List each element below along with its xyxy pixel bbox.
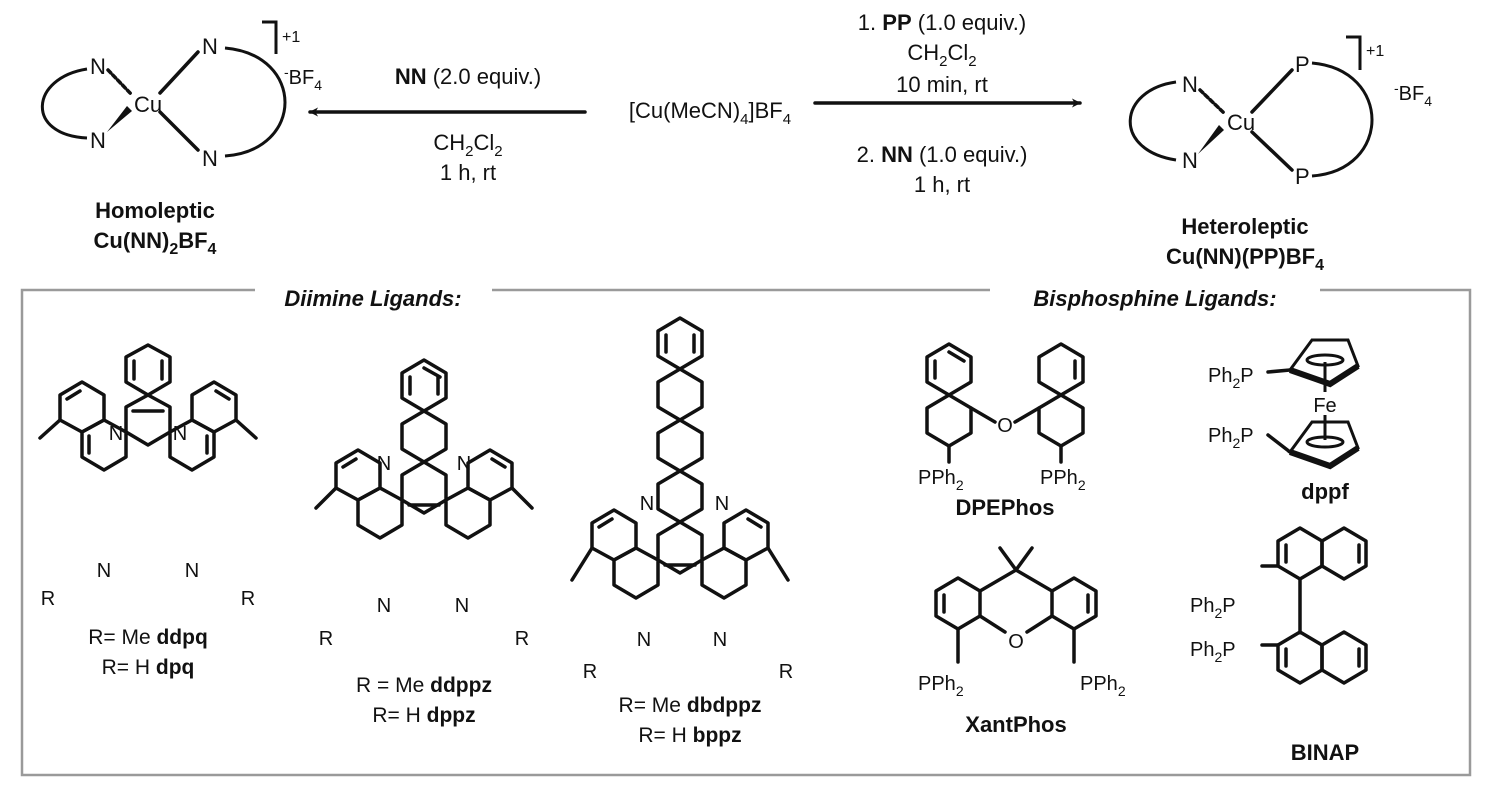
ddpq-skeleton (38, 343, 258, 472)
dbdppz-n2: N (715, 493, 729, 515)
homo-n1: N (90, 54, 106, 79)
dppf-skeleton (1266, 338, 1360, 470)
dbdppz-skeleton (570, 316, 790, 600)
right-time2: 1 h, rt (914, 172, 970, 197)
xantphos-label: XantPhos (965, 712, 1066, 737)
dpephos-p1: PPh2 (918, 467, 964, 493)
ddppz-n1: N (377, 453, 391, 475)
homo-n3: N (202, 34, 218, 59)
left-solvent: CH2Cl2 (433, 130, 502, 160)
hetero-counterion: -BF4 (1394, 80, 1432, 109)
heteroleptic-label: Heteroleptic (1181, 214, 1308, 239)
ddpq-line1: R= Me ddpq (88, 626, 208, 649)
homo-charge: +1 (282, 29, 300, 46)
ddppz-r1: R (319, 628, 333, 650)
ligand-dbdppz: N N N N R R R= Me dbdppz R= H bppz (570, 316, 793, 747)
ligand-dppf: Ph2P Ph2P Fe dppf (1208, 338, 1360, 504)
heteroleptic-bonds (1128, 35, 1374, 178)
ddppz-r2: R (515, 628, 529, 650)
xantphos-oxygen: O (1008, 631, 1024, 653)
ddpq-n3: N (97, 560, 111, 582)
homoleptic-complex: N N N N Cu +1 -BF4 Homoleptic Cu(NN)2BF4 (40, 20, 322, 258)
homo-metal: Cu (134, 92, 162, 117)
homo-n4: N (202, 146, 218, 171)
dbdppz-r1: R (583, 661, 597, 683)
ddpq-n4: N (185, 560, 199, 582)
homoleptic-label: Homoleptic (95, 198, 215, 223)
dpephos-p2: PPh2 (1040, 467, 1086, 493)
hetero-p1: P (1295, 52, 1310, 77)
xantphos-skeleton (934, 546, 1098, 664)
heteroleptic-complex: N N P P Cu +1 -BF4 Heteroleptic Cu(NN)(P… (1128, 35, 1432, 274)
dbdppz-heteroatoms: N N N N R R (583, 493, 793, 683)
xantphos-p2: PPh2 (1080, 673, 1126, 699)
dbdppz-n1: N (640, 493, 654, 515)
homo-counterion: -BF4 (284, 64, 322, 93)
ddppz-line1: R = Me ddppz (356, 674, 492, 697)
homoleptic-formula: Cu(NN)2BF4 (94, 228, 217, 258)
hetero-metal: Cu (1227, 110, 1255, 135)
ddppz-heteroatoms: N N N N R R (319, 453, 529, 650)
dppf-iron: Fe (1313, 395, 1336, 417)
ligand-panel-frame (20, 288, 1472, 777)
dppf-p1: Ph2P (1208, 365, 1254, 391)
binap-label: BINAP (1291, 740, 1359, 765)
heteroleptic-formula: Cu(NN)(PP)BF4 (1166, 244, 1324, 274)
ddppz-n4: N (455, 595, 469, 617)
ddpq-heteroatoms: N N N N R R (41, 423, 255, 610)
dbdppz-n4: N (713, 629, 727, 651)
bisphosphine-panel-title: Bisphosphine Ligands: (1033, 286, 1276, 311)
ligand-xantphos: O PPh2 PPh2 XantPhos (918, 546, 1126, 737)
right-step2: 2. NN (1.0 equiv.) (857, 142, 1028, 167)
dbdppz-line2: R= H bppz (638, 724, 741, 747)
precursor: [Cu(MeCN)4]BF4 (629, 98, 791, 128)
ddpq-r2: R (241, 588, 255, 610)
ddpq-r1: R (41, 588, 55, 610)
ddppz-n2: N (457, 453, 471, 475)
right-time1: 10 min, rt (896, 72, 988, 97)
binap-p2: Ph2P (1190, 639, 1236, 665)
hetero-charge: +1 (1366, 43, 1384, 60)
dpephos-label: DPEPhos (955, 495, 1054, 520)
homoleptic-bonds (40, 20, 287, 158)
binap-p1: Ph2P (1190, 595, 1236, 621)
ddppz-skeleton (314, 358, 534, 540)
left-conditions: 1 h, rt (440, 160, 496, 185)
dppf-label: dppf (1301, 479, 1349, 504)
left-reagent: NN (2.0 equiv.) (395, 64, 541, 89)
dppf-p2: Ph2P (1208, 425, 1254, 451)
ligand-dpephos: O PPh2 PPh2 DPEPhos (918, 342, 1086, 520)
right-step1: 1. PP (1.0 equiv.) (858, 10, 1026, 35)
right-solvent: CH2Cl2 (907, 40, 976, 70)
ligand-ddppz: N N N N R R R = Me ddppz R= H dppz (314, 358, 534, 727)
homo-n2: N (90, 128, 106, 153)
ddpq-n2: N (173, 423, 187, 445)
ddpq-n1: N (109, 423, 123, 445)
ligand-binap: Ph2P Ph2P BINAP (1190, 526, 1368, 765)
hetero-p2: P (1295, 164, 1310, 189)
ddppz-n3: N (377, 595, 391, 617)
dbdppz-n3: N (637, 629, 651, 651)
xantphos-p1: PPh2 (918, 673, 964, 699)
dbdppz-r2: R (779, 661, 793, 683)
hetero-n2: N (1182, 148, 1198, 173)
dpephos-skeleton (925, 342, 1085, 464)
left-reaction-arrow: NN (2.0 equiv.) CH2Cl2 1 h, rt (308, 64, 587, 185)
diimine-panel-title: Diimine Ligands: (284, 286, 461, 311)
ddpq-line2: R= H dpq (102, 656, 195, 679)
hetero-n1: N (1182, 72, 1198, 97)
dpephos-oxygen: O (997, 415, 1013, 437)
dbdppz-line1: R= Me dbdppz (619, 694, 762, 717)
ligand-ddpq: N N N N R R R= Me ddpq R= H dpq (38, 343, 258, 679)
right-reaction-arrow: 1. PP (1.0 equiv.) CH2Cl2 10 min, rt 2. … (813, 10, 1082, 197)
ddppz-line2: R= H dppz (372, 704, 475, 727)
binap-skeleton (1260, 526, 1368, 685)
